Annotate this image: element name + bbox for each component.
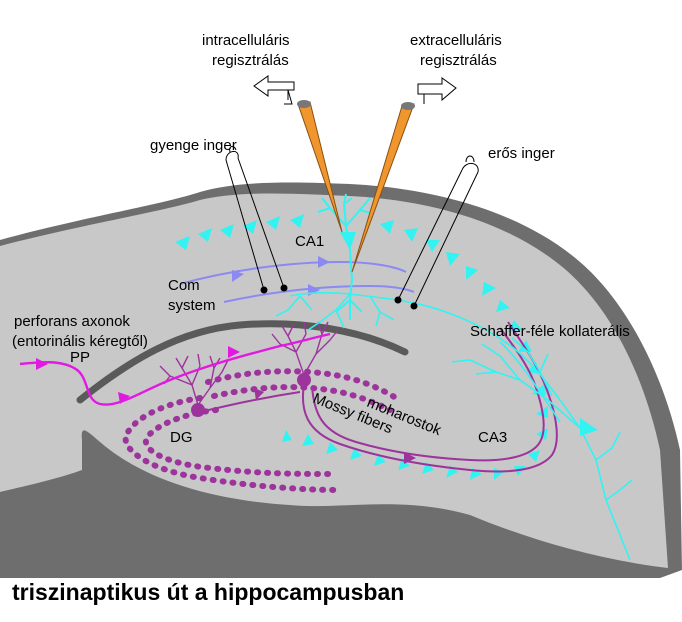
ca1-label: CA1 (295, 233, 324, 250)
diagram-caption: triszinaptikus út a hippocampusban (12, 579, 404, 605)
pyramidal-cell (404, 228, 418, 242)
granule-cells (191, 373, 311, 417)
perforant-label-line2: (entorinális kéregtől) (12, 333, 148, 350)
granule-dendrites (159, 321, 339, 406)
extracellular-recording-arrow (417, 77, 457, 104)
perforant-arrow (228, 346, 240, 358)
perforant-path (19, 332, 331, 406)
granule-cell (191, 403, 205, 417)
schaffer-collateral (275, 291, 633, 561)
extracellular-label-line2: regisztrálás (420, 52, 497, 69)
com-label-line1: Com (168, 277, 200, 294)
intracellular-label-line2: regisztrálás (212, 52, 289, 69)
pyramidal-cell (380, 220, 394, 234)
hippocampal-fissure (76, 320, 409, 404)
commissural-arrow (318, 256, 330, 268)
mossy-arrow (404, 452, 416, 464)
dg-label: DG (170, 429, 193, 446)
pyramidal-cell (446, 252, 460, 266)
pyramidal-cell (220, 224, 234, 238)
pyramidal-cell (528, 450, 540, 462)
pyramidal-cell (446, 466, 458, 478)
granule-cell (297, 373, 311, 387)
pyramidal-cell (496, 300, 510, 312)
pyramidal-cell (350, 448, 362, 460)
pyramidal-cell (198, 228, 212, 242)
extracellular-label-line1: extracelluláris (410, 32, 502, 49)
ca1-neuron (317, 193, 375, 320)
pyramidal-cell (302, 434, 314, 446)
ca-pyramidal-layer (175, 214, 548, 480)
mossy-arrow (254, 388, 264, 400)
pp-label: PP (70, 349, 90, 366)
weak-stimulus-label: gyenge inger (150, 137, 237, 154)
perforant-label-line1: perforans axonok (14, 313, 130, 330)
intracellular-recording-arrow (253, 75, 295, 100)
extracellular-electrode (351, 102, 415, 273)
schaffer-label: Schaffer-féle kollaterális (470, 323, 630, 340)
perforant-arrow (36, 358, 48, 370)
pyramidal-cell (426, 240, 440, 252)
pyramidal-cell (266, 216, 280, 230)
pyramidal-cell (282, 430, 292, 442)
dentate-gyrus-granule-layer (122, 368, 399, 493)
ca1-soma (340, 232, 356, 250)
perforant-arrow (118, 392, 130, 404)
com-label-line2: system (168, 297, 216, 314)
commissural-arrow (232, 270, 244, 282)
intracellular-electrode (284, 89, 343, 233)
pyramidal-cell (290, 214, 304, 228)
pyramidal-cell (508, 320, 522, 332)
mossy-fiber-paths (199, 321, 558, 473)
ca3-soma (580, 418, 598, 436)
pyramidal-cell (243, 220, 257, 234)
pyramidal-cell (326, 442, 338, 454)
pyramidal-cell (175, 236, 190, 250)
weak-stimulus-electrode (225, 145, 288, 294)
pyramidal-cell (482, 282, 496, 296)
ca3-label: CA3 (478, 429, 507, 446)
pyramidal-cell (374, 454, 386, 466)
strong-stimulus-label: erős inger (488, 145, 555, 162)
intracellular-label-line1: intracelluláris (202, 32, 290, 49)
strong-stimulus-electrode (394, 155, 479, 310)
pyramidal-cell (466, 266, 478, 280)
